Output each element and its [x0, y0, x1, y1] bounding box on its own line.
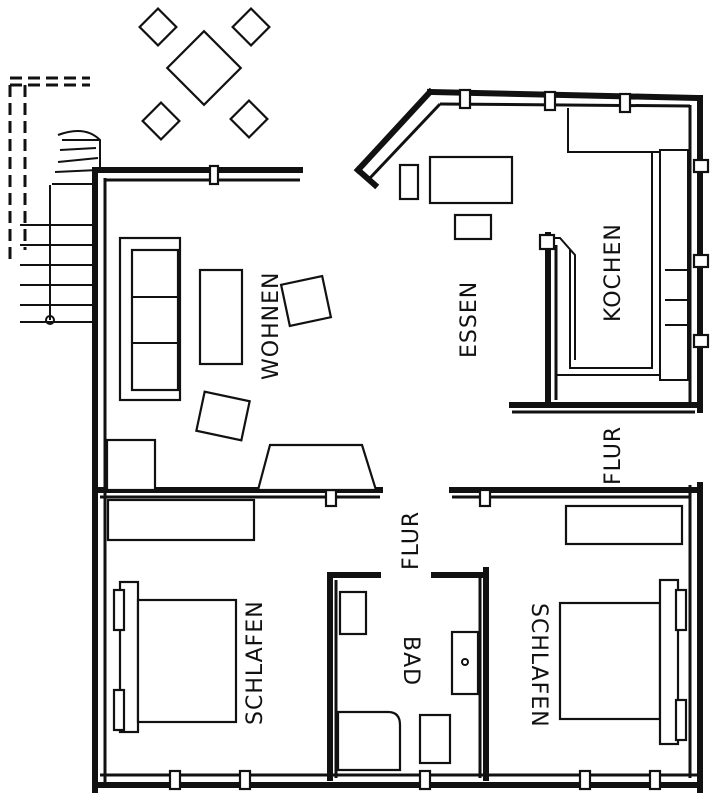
dining-table [428, 155, 514, 205]
kitchen-counter [538, 108, 689, 381]
coffee-table [198, 268, 244, 366]
window-marks [168, 88, 710, 791]
label-schlafen-left: SCHLAFEN [243, 600, 268, 725]
label-flur-top: FLUR [601, 426, 626, 485]
terrace-chair [138, 7, 178, 47]
terrace-chair [231, 7, 271, 47]
terrace-table [165, 29, 243, 107]
dining-chair [453, 213, 493, 241]
bathtub [336, 710, 402, 772]
armchair [195, 390, 251, 442]
washbasin [450, 630, 480, 696]
label-essen: ESSEN [457, 281, 482, 358]
exterior-walls [92, 87, 704, 793]
toilet [418, 713, 452, 765]
terrace-chair [229, 99, 269, 139]
label-kochen: KOCHEN [601, 223, 626, 322]
armchair [279, 274, 333, 328]
bed [112, 580, 238, 734]
sideboard [105, 438, 157, 492]
label-wohnen: WOHNEN [259, 272, 284, 380]
terrace-table-set [138, 7, 271, 141]
fireplace [256, 443, 378, 492]
wardrobe [106, 498, 256, 542]
bed [558, 578, 688, 746]
label-schlafen-right: SCHLAFEN [526, 603, 551, 728]
bathroom-cabinet [338, 590, 368, 636]
sofa [118, 236, 182, 402]
dining-chair [398, 163, 420, 201]
wardrobe [564, 504, 684, 546]
label-bad: BAD [398, 636, 423, 686]
terrace-chair [141, 101, 181, 141]
exterior-staircase [8, 76, 101, 325]
label-flur-center: FLUR [399, 511, 424, 570]
